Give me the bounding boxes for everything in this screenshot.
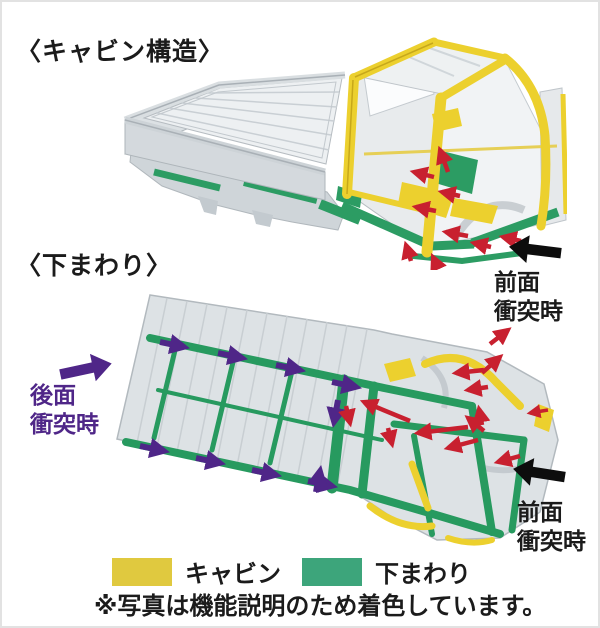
front-collision-label-bottom: 前面 衝突時 xyxy=(517,499,586,555)
load-path-arrows-purple xyxy=(139,334,362,494)
legend: キャビン 下まわり xyxy=(112,554,471,589)
underbody-legend-label: 下まわり xyxy=(375,561,471,588)
rear-collision-arrow-icon xyxy=(56,349,117,388)
underbody-illustration xyxy=(92,288,572,560)
cabin-legend-label: キャビン xyxy=(185,561,281,588)
cabin-structure-drawing xyxy=(123,37,569,274)
rear-collision-label: 後面 衝突時 xyxy=(30,382,99,438)
load-path-arrows-red-front xyxy=(338,327,549,468)
front-yellow-parts xyxy=(366,354,554,546)
cabin-color-swatch xyxy=(112,557,172,586)
footnote: ※写真は機能説明のため着色しています。 xyxy=(94,593,547,620)
load-path-arrows-red xyxy=(401,145,522,274)
front-collision-arrow-icon xyxy=(506,233,565,268)
cabin-structure-illustration xyxy=(102,14,569,274)
front-collision-arrow-icon-bottom xyxy=(510,455,568,491)
cabin-structure-heading: 〈キャビン構造〉 xyxy=(16,38,225,66)
cargo-bed xyxy=(123,71,346,201)
underbody-color-swatch xyxy=(302,557,362,586)
front-collision-label-top: 前面 衝突時 xyxy=(494,269,563,325)
underbody-drawing xyxy=(116,294,559,546)
underbody-heading: 〈下まわり〉 xyxy=(16,252,173,280)
